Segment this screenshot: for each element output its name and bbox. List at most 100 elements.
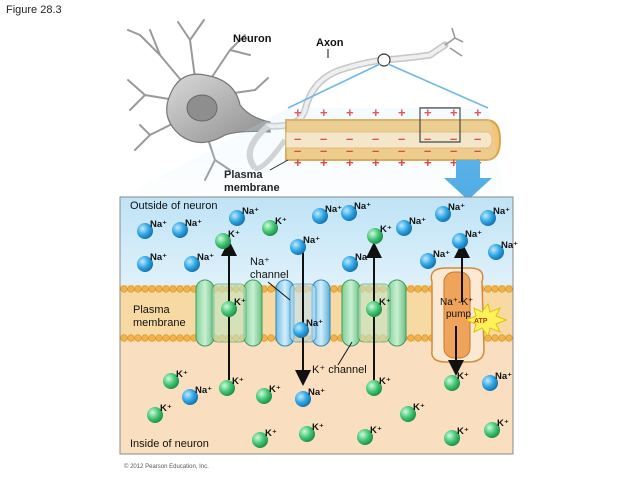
- k-ion: K⁺: [366, 376, 391, 396]
- figure-label: Figure 28.3: [6, 4, 62, 16]
- lipid-head: [155, 334, 163, 342]
- k-ion-label: K⁺: [312, 422, 324, 433]
- k-ion: K⁺: [367, 224, 392, 244]
- na-ion-label: Na⁺: [306, 318, 323, 329]
- na-ion: Na⁺: [290, 235, 320, 255]
- inside-label: Inside of neuron: [130, 438, 209, 450]
- na-channel-label-line1: Na⁺: [250, 256, 270, 268]
- atp-label: ATP: [474, 318, 488, 325]
- k-ion-label: K⁺: [232, 376, 244, 387]
- k-ion-label: K⁺: [413, 402, 425, 413]
- zoom-marker: [377, 53, 391, 67]
- na-ion-label: Na⁺: [354, 201, 371, 212]
- na-ion: Na⁺: [137, 219, 167, 239]
- pump-label-line2: pump: [446, 309, 471, 320]
- lipid-head: [148, 334, 156, 342]
- na-ion-label: Na⁺: [303, 235, 320, 246]
- lipid-head: [127, 285, 135, 293]
- lipid-head: [498, 334, 506, 342]
- lipid-head: [134, 334, 142, 342]
- k-ion-label: K⁺: [379, 376, 391, 387]
- k-ion-label: K⁺: [176, 369, 188, 380]
- lipid-head: [162, 334, 170, 342]
- na-ion: Na⁺: [229, 206, 259, 226]
- neuron-label: Neuron: [233, 33, 272, 45]
- lipid-head: [141, 334, 149, 342]
- lipid-head: [183, 334, 191, 342]
- na-ion-label: Na⁺: [501, 240, 518, 251]
- k-ion: K⁺: [252, 428, 277, 448]
- lipid-head: [155, 285, 163, 293]
- na-ion-label: Na⁺: [493, 206, 510, 217]
- k-ion-label: K⁺: [275, 216, 287, 227]
- k-ion: K⁺: [219, 376, 244, 396]
- na-ion-label: Na⁺: [185, 218, 202, 229]
- na-ion: Na⁺: [488, 240, 518, 260]
- lipid-head: [176, 334, 184, 342]
- copyright: © 2012 Pearson Education, Inc.: [124, 463, 209, 470]
- k-channel-label: K⁺ channel: [312, 364, 367, 376]
- k-ion: K⁺: [299, 422, 324, 442]
- na-ion: Na⁺: [172, 218, 202, 238]
- na-ion: Na⁺: [420, 249, 450, 269]
- lipid-head: [267, 334, 275, 342]
- k-ion: K⁺: [444, 371, 469, 391]
- k-ion-label: K⁺: [379, 297, 391, 308]
- na-ion-label: Na⁺: [495, 371, 512, 382]
- lipid-head: [414, 334, 422, 342]
- na-ion-label: Na⁺: [150, 219, 167, 230]
- k-ion: K⁺: [147, 403, 172, 423]
- lipid-head: [491, 334, 499, 342]
- na-ion: Na⁺: [293, 318, 323, 338]
- lipid-head: [169, 285, 177, 293]
- na-ion: Na⁺: [341, 201, 371, 221]
- lipid-head: [414, 285, 422, 293]
- lipid-head: [148, 285, 156, 293]
- na-ion: Na⁺: [435, 202, 465, 222]
- lipid-head: [407, 334, 415, 342]
- k-ion: K⁺: [262, 216, 287, 236]
- na-ion-label: Na⁺: [465, 229, 482, 240]
- outside-label: Outside of neuron: [130, 200, 217, 212]
- k-ion: K⁺: [400, 402, 425, 422]
- lipid-head: [421, 334, 429, 342]
- na-ion-label: Na⁺: [325, 204, 342, 215]
- lipid-head: [484, 285, 492, 293]
- lipid-head: [505, 334, 513, 342]
- k-ion-label: K⁺: [234, 297, 246, 308]
- lipid-head: [267, 285, 275, 293]
- pump-label-line1: Na⁺-K⁺: [440, 297, 473, 308]
- membrane-side-label-line2: membrane: [133, 317, 186, 329]
- na-ion-label: Na⁺: [355, 252, 372, 263]
- k-ion-label: K⁺: [457, 426, 469, 437]
- ions-layer: Na⁺ Na⁺ Na⁺ K⁺ K⁺ Na⁺ Na⁺ K⁺ Na⁺ Na⁺ Na⁺ Na⁺ Na⁺ Na⁺ N…: [137, 201, 518, 448]
- k-ion: K⁺: [366, 297, 391, 317]
- lipid-head: [141, 285, 149, 293]
- na-ion-label: Na⁺: [195, 385, 212, 396]
- na-ion: Na⁺: [295, 387, 325, 407]
- membrane-side-label-line1: Plasma: [133, 304, 171, 316]
- k-ion: K⁺: [215, 229, 240, 249]
- k-ion-label: K⁺: [497, 418, 509, 429]
- lipid-head: [330, 334, 338, 342]
- lipid-head: [498, 285, 506, 293]
- lipid-head: [505, 285, 513, 293]
- na-ion: Na⁺: [342, 252, 372, 272]
- na-ion-label: Na⁺: [409, 216, 426, 227]
- na-ion: Na⁺: [182, 385, 212, 405]
- k-ion-label: K⁺: [228, 229, 240, 240]
- lipid-head: [162, 285, 170, 293]
- k-ion: K⁺: [357, 425, 382, 445]
- k-ion: K⁺: [444, 426, 469, 446]
- lipid-head: [330, 285, 338, 293]
- na-ion: Na⁺: [482, 371, 512, 391]
- na-ion-label: Na⁺: [308, 387, 325, 398]
- na-ion-label: Na⁺: [448, 202, 465, 213]
- na-ion: Na⁺: [396, 216, 426, 236]
- lipid-head: [183, 285, 191, 293]
- na-ion-label: Na⁺: [197, 252, 214, 263]
- lipid-head: [120, 285, 128, 293]
- lipid-head: [407, 285, 415, 293]
- na-ion: Na⁺: [312, 204, 342, 224]
- k-ion-label: K⁺: [265, 428, 277, 439]
